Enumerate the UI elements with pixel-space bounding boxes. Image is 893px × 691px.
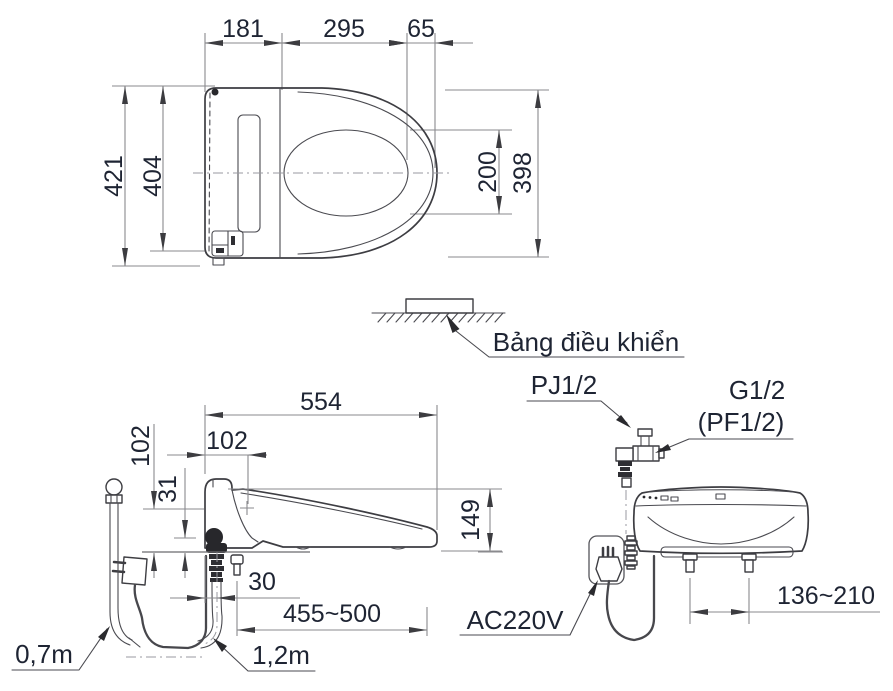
dim-404: 404 [139, 155, 167, 197]
leader-arrow [446, 314, 460, 333]
hose-connector-stack [624, 535, 638, 570]
pad-buttons-marks [231, 236, 235, 245]
supply-hose-07m [105, 478, 141, 648]
leader-line [455, 330, 685, 358]
dim-65: 65 [407, 15, 435, 43]
dim-31: 31 [154, 475, 182, 503]
dim-102-vertical: 102 [127, 425, 155, 467]
top-view: 181 295 65 421 404 200 398 [100, 15, 549, 267]
rear-view: PJ1/2 G1/2 (PF1/2) [459, 370, 880, 642]
power-outlet [588, 535, 656, 642]
dim-30: 30 [248, 568, 276, 596]
lid-clip [715, 493, 726, 500]
label-pf12: (PF1/2) [698, 407, 785, 437]
label-ac220v: AC220V [467, 605, 564, 635]
dim-421: 421 [100, 155, 128, 197]
label-pj12: PJ1/2 [531, 370, 598, 400]
label-0-7m: 0,7m [15, 639, 73, 669]
plug-prongs [601, 545, 615, 559]
hinge-cross [240, 501, 254, 515]
vent-marks [642, 495, 679, 502]
power-plug-side [111, 554, 208, 650]
cord-length-label: 1,2m [213, 638, 316, 672]
mounting-bolt-left [682, 553, 698, 573]
seat-side-outline [204, 478, 438, 550]
mounting-bolt-side [230, 554, 244, 576]
base-plate [660, 546, 794, 558]
top-view-dimension-lines [122, 40, 541, 266]
water-inlet-valve [205, 528, 227, 582]
dim-554: 554 [300, 388, 342, 416]
side-view: 554 102 102 31 149 30 455~500 0,7m 1,2m [11, 388, 502, 672]
power-cord [133, 554, 208, 650]
label-g12: G1/2 [729, 375, 785, 405]
dim-200: 200 [474, 151, 502, 193]
shutoff-valve [615, 428, 665, 534]
dim-398: 398 [509, 152, 537, 194]
drain-tab [212, 257, 225, 266]
dim-136-210: 136~210 [777, 582, 875, 610]
seat-rear-outline [632, 486, 810, 573]
top-view-extension-lines [112, 33, 549, 267]
seat-top-outline [193, 87, 452, 266]
wall-hatching [377, 312, 504, 323]
control-panel-label: Bảng điều khiển [493, 327, 679, 357]
control-panel-box [405, 298, 474, 314]
hose-length-label: 0,7m [11, 626, 110, 671]
thread-label: G1/2 (PF1/2) [655, 375, 794, 453]
power-cord-rear [605, 554, 656, 642]
control-panel-view: Bảng điều khiển [371, 298, 685, 358]
bumper-dot [211, 88, 219, 96]
dim-rough-in: 455~500 [283, 600, 381, 628]
water-inlet-label: PJ1/2 [526, 370, 631, 428]
bolt-spacing-dimension: 136~210 [689, 578, 880, 624]
dim-295: 295 [323, 15, 365, 43]
dim-149: 149 [457, 499, 485, 541]
side-control-pad [211, 230, 244, 266]
dim-181: 181 [222, 15, 264, 43]
power-plug-rear [595, 556, 623, 582]
label-1-2m: 1,2m [252, 640, 310, 670]
mounting-bolt-right [741, 553, 757, 573]
seat-recess-curve [647, 516, 795, 545]
dim-102-horizontal: 102 [206, 427, 248, 455]
power-label: AC220V [459, 580, 598, 636]
side-view-dimensions [143, 405, 502, 636]
